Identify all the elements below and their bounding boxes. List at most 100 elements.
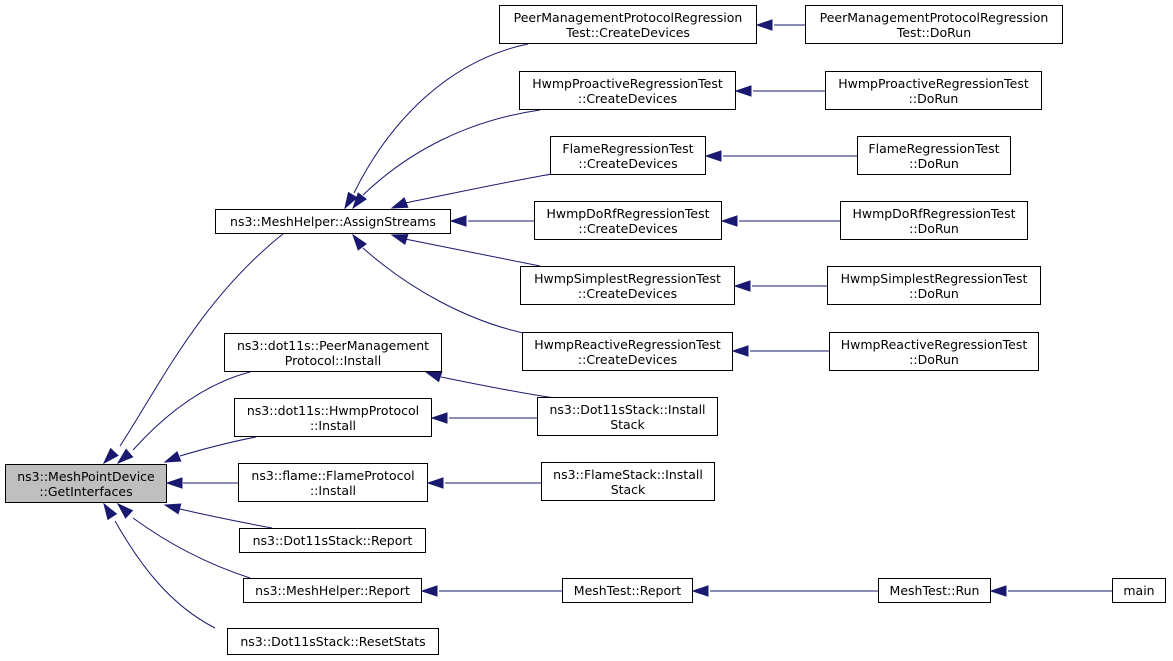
node-label-line1: HwmpReactiveRegressionTest (534, 336, 721, 352)
edge-proactivedorun-to-proactivecreate (734, 85, 825, 97)
node-label-line1: FlameRegressionTest (562, 140, 694, 156)
arrowhead (103, 502, 118, 521)
node-hwmpproactiveregressiontest-createdevices[interactable]: HwmpProactiveRegressionTest ::CreateDevi… (519, 71, 736, 110)
node-label-line1: HwmpSimplestRegressionTest (840, 270, 1028, 286)
arrowhead (116, 448, 134, 465)
arrowhead (720, 215, 738, 227)
edge-peerdorun-to-peercreate (755, 19, 805, 31)
edge-meshtestrun-to-meshtestreport (691, 585, 878, 597)
edge-resetstats-to-root (103, 502, 216, 629)
edge-dot11sinstall-to-peermgmt (424, 371, 556, 399)
node-label-line1: HwmpReactiveRegressionTest (840, 336, 1028, 352)
node-peermanagementprotocol-install[interactable]: ns3::dot11s::PeerManagement Protocol::In… (224, 333, 442, 372)
edge-assignstreams-to-root (102, 232, 285, 465)
node-main[interactable]: main (1112, 578, 1166, 603)
arrowhead (165, 477, 183, 489)
edge-flame-to-root (165, 477, 238, 489)
node-label-line2: ::GetInterfaces (39, 483, 133, 499)
node-label-line1: FlameRegressionTest (868, 140, 1000, 156)
node-label-line2: Test::CreateDevices (566, 24, 690, 40)
arrowhead (734, 85, 752, 97)
arrowhead (352, 192, 367, 210)
node-label-line2: ::DoRun (908, 90, 959, 106)
edge-reactivedorun-to-reactivecreate (731, 345, 829, 357)
arrowhead (116, 502, 134, 519)
node-label-line2: ::DoRun (909, 285, 959, 301)
arrowhead (704, 150, 722, 162)
edge-peercreate-to-assign (344, 43, 529, 210)
node-flameprotocol-install[interactable]: ns3::flame::FlameProtocol ::Install (238, 463, 428, 502)
node-meshhelper-assignstreams[interactable]: ns3::MeshHelper::AssignStreams (215, 209, 451, 234)
edge-simplestcreate-to-assign (390, 234, 541, 267)
node-label-line1: HwmpProactiveRegressionTest (532, 75, 723, 91)
node-dot11sstack-resetstats[interactable]: ns3::Dot11sStack::ResetStats (227, 628, 439, 655)
node-hwmpdorfregressiontest-dorun[interactable]: HwmpDoRfRegressionTest ::DoRun (840, 201, 1028, 240)
node-label-line2: ::DoRun (909, 351, 959, 367)
arrowhead (102, 447, 119, 465)
node-label: ns3::Dot11sStack::ResetStats (240, 634, 426, 649)
arrowhead (352, 233, 367, 251)
node-hwmpreactiveregressiontest-dorun[interactable]: HwmpReactiveRegressionTest ::DoRun (829, 332, 1039, 371)
arrowhead (691, 585, 709, 597)
arrowhead (390, 197, 409, 209)
node-label-line2: ::DoRun (909, 220, 959, 236)
node-label-line2: ::CreateDevices (577, 285, 678, 301)
node-label-line2: Protocol::Install (284, 352, 382, 368)
edge-proactivecreate-to-assign (352, 109, 541, 210)
node-label: ns3::MeshHelper::Report (255, 583, 410, 598)
node-label-line1: ns3::flame::FlameProtocol (251, 467, 415, 483)
node-label: main (1123, 583, 1155, 598)
node-label-line1: ns3::dot11s::HwmpProtocol (246, 402, 420, 418)
node-label-line1: PeerManagementProtocolRegression (513, 9, 743, 25)
node-hwmpproactiveregressiontest-dorun[interactable]: HwmpProactiveRegressionTest ::DoRun (825, 71, 1042, 110)
node-label-line1: PeerManagementProtocolRegression (819, 9, 1049, 25)
node-flamestack-installstack[interactable]: ns3::FlameStack::Install Stack (541, 462, 715, 501)
arrowhead (426, 477, 444, 489)
node-label-line2: ::CreateDevices (577, 351, 678, 367)
node-label-line2: ::CreateDevices (577, 90, 678, 106)
node-hwmpsimplestregressiontest-createdevices[interactable]: HwmpSimplestRegressionTest ::CreateDevic… (520, 266, 735, 305)
arrowhead (989, 585, 1007, 597)
node-hwmpprotocol-install[interactable]: ns3::dot11s::HwmpProtocol ::Install (234, 398, 432, 437)
edge-simplestdorun-to-simplestcreate (733, 280, 827, 292)
call-edges (102, 19, 1112, 629)
edge-flamestackinstall-to-flame (426, 477, 541, 489)
node-hwmpsimplestregressiontest-dorun[interactable]: HwmpSimplestRegressionTest ::DoRun (827, 266, 1041, 305)
arrowhead (449, 215, 467, 227)
edge-flamedorun-to-flamecreate (704, 150, 857, 162)
node-flameregressiontest-dorun[interactable]: FlameRegressionTest ::DoRun (857, 136, 1011, 175)
edge-meshtestreport-to-meshhelperreport (420, 585, 562, 597)
arrowhead (424, 371, 443, 383)
arrowhead (163, 503, 182, 515)
node-meshpointdevice-getinterfaces: ns3::MeshPointDevice ::GetInterfaces (5, 464, 167, 503)
node-label-line1: HwmpSimplestRegressionTest (534, 270, 721, 286)
arrowhead (755, 19, 773, 31)
edge-dot11sreport-to-root (163, 503, 273, 529)
node-label: ns3::MeshHelper::AssignStreams (230, 214, 436, 229)
node-label: MeshTest::Report (573, 583, 682, 598)
node-label-line1: HwmpDoRfRegressionTest (852, 205, 1016, 221)
node-meshtest-report[interactable]: MeshTest::Report (562, 578, 693, 603)
node-hwmpdorfregressiontest-createdevices[interactable]: HwmpDoRfRegressionTest ::CreateDevices (534, 201, 722, 240)
arrowhead (163, 450, 182, 463)
node-label-line2: ::CreateDevices (578, 220, 678, 236)
arrowhead (344, 191, 358, 210)
arrowhead (731, 345, 749, 357)
node-hwmpreactiveregressiontest-createdevices[interactable]: HwmpReactiveRegressionTest ::CreateDevic… (522, 332, 733, 371)
node-label: MeshTest::Run (889, 583, 980, 598)
node-label-line2: Stack (610, 416, 645, 432)
node-dot11sstack-report[interactable]: ns3::Dot11sStack::Report (239, 528, 426, 553)
node-flameregressiontest-createdevices[interactable]: FlameRegressionTest ::CreateDevices (550, 136, 706, 175)
node-dot11sstack-installstack[interactable]: ns3::Dot11sStack::Install Stack (537, 397, 718, 436)
node-label-line1: ns3::FlameStack::Install (553, 466, 703, 482)
node-peermanagementprotocolregressiontest-createdevices[interactable]: PeerManagementProtocolRegression Test::C… (499, 5, 757, 44)
node-label-line1: ns3::MeshPointDevice (17, 468, 155, 484)
node-label-line1: ns3::dot11s::PeerManagement (236, 337, 430, 353)
node-meshtest-run[interactable]: MeshTest::Run (878, 578, 991, 603)
node-meshhelper-report[interactable]: ns3::MeshHelper::Report (243, 578, 422, 603)
arrowhead (430, 412, 448, 424)
node-label-line2: Stack (610, 481, 646, 497)
node-peermanagementprotocolregressiontest-dorun[interactable]: PeerManagementProtocolRegression Test::D… (805, 5, 1063, 44)
arrowhead (390, 234, 409, 246)
